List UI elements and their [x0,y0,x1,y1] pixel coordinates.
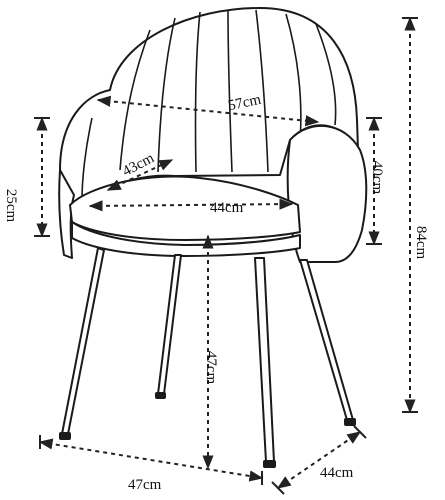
front-left-leg [61,247,105,435]
total-height-label: 84cm [413,225,430,260]
base-depth-label: 44cm [320,465,354,481]
chair-illustration [58,7,368,468]
seat-cushion [69,175,301,241]
seat-width-arrow [88,198,294,212]
base-width-arrow [38,438,264,482]
leg-caps [59,392,356,468]
seat-width-label: 44cm [210,200,244,216]
back-left-leg [157,254,182,395]
back-width-arrow [96,95,320,127]
base-width-label: 47cm [128,477,162,493]
extension-ticks [34,17,418,495]
seat-depth-arrow [106,159,174,191]
back-right-leg [299,259,354,421]
armrest-height-label: 25cm [3,188,20,223]
seat-height-label: 47cm [203,350,220,385]
dimension-lines [36,16,416,489]
backrest-channels [81,9,337,201]
back-height-label: 40cm [369,160,386,195]
base-depth-arrow [276,431,362,489]
front-right-leg [254,257,275,463]
